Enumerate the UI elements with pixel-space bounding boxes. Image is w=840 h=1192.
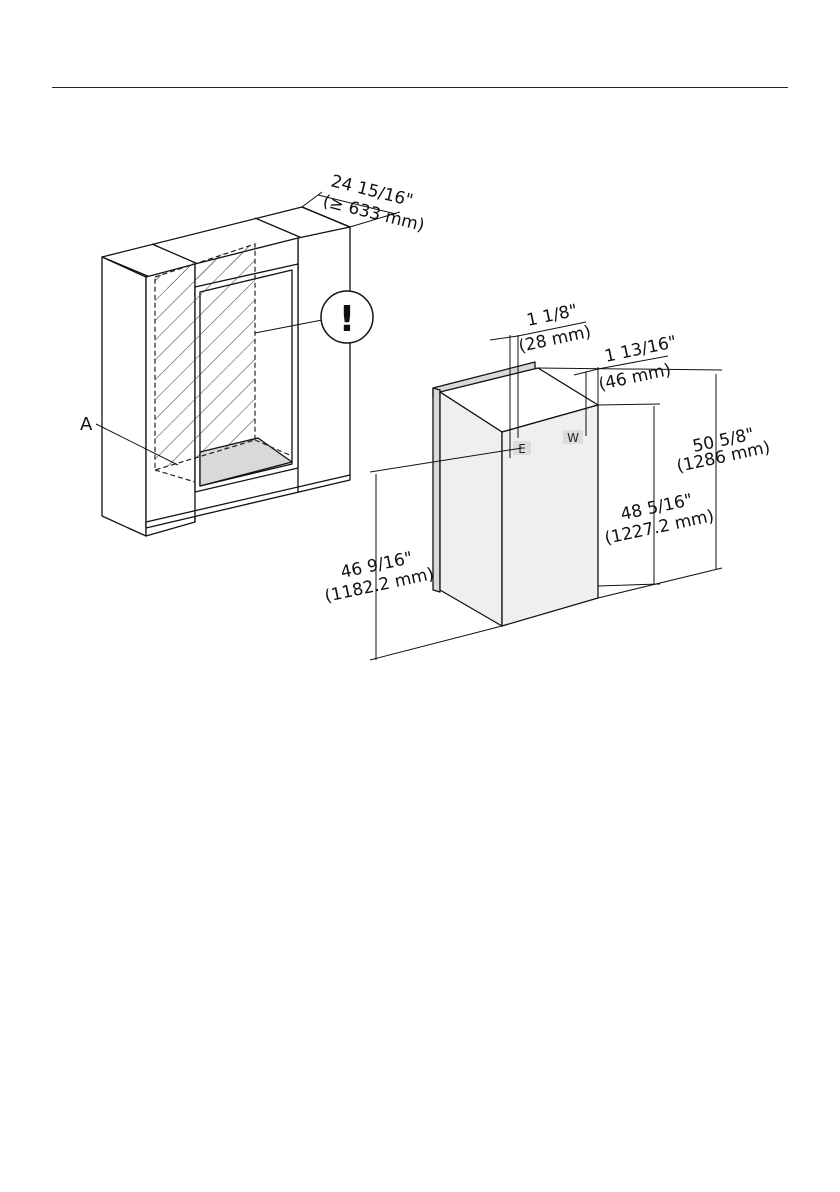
marker-w: W — [563, 430, 583, 445]
appliance — [433, 362, 598, 626]
callout-a-label: A — [80, 414, 93, 435]
marker-w-label: W — [567, 431, 579, 445]
warning-symbol: ! — [339, 299, 355, 340]
cabinet-height-dimension — [598, 404, 660, 586]
marker-e-label: E — [518, 442, 526, 456]
